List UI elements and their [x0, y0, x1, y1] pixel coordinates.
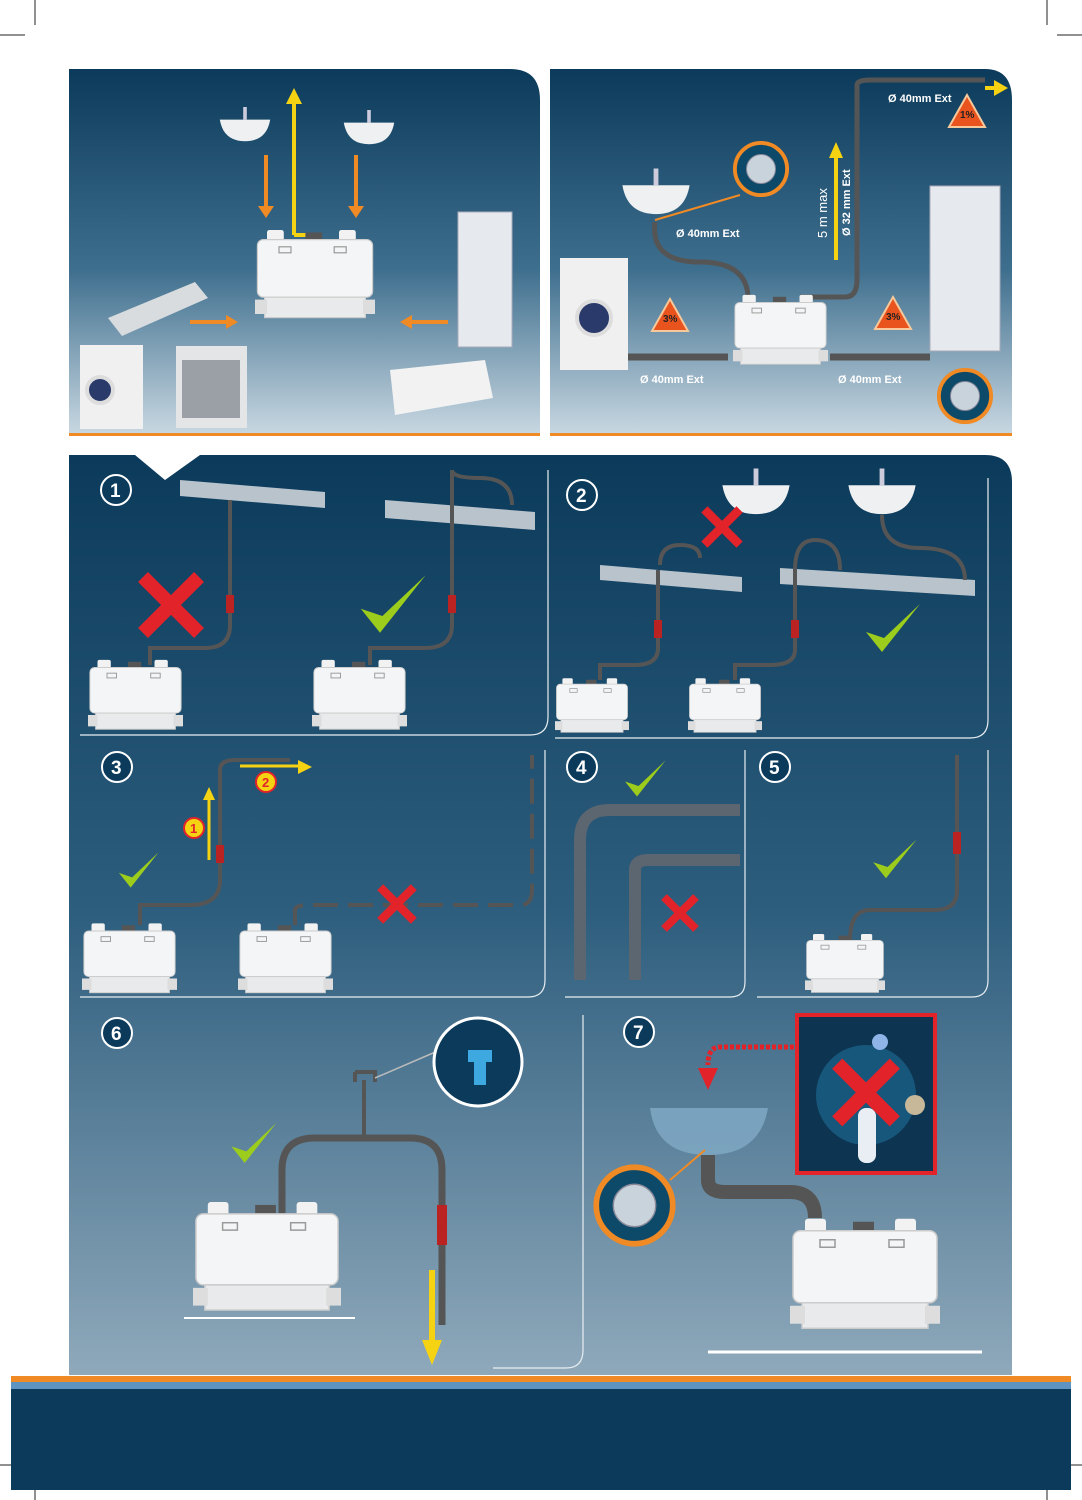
step-1-badge: 1: [100, 474, 132, 506]
step-5-badge: 5: [759, 751, 791, 783]
vertical-pipe-label: Ø 32 mm Ext: [841, 169, 853, 236]
svg-text:7: 7: [633, 1023, 644, 1044]
step-3-badge: 3: [101, 751, 133, 783]
bathtub: [390, 360, 493, 415]
footer-band: [11, 1376, 1071, 1490]
step3-marker-1: 1: [190, 821, 197, 836]
step3-marker-2: 2: [262, 775, 269, 790]
svg-text:2: 2: [576, 486, 587, 507]
step-2-badge: 2: [566, 479, 598, 511]
overview-panel: [69, 69, 540, 436]
max-height-label: 5 m max: [815, 188, 830, 238]
outlet-pipe-label: Ø 40mm Ext: [888, 93, 952, 105]
step-6-badge: 6: [101, 1017, 133, 1049]
slope-left: 3%: [663, 314, 678, 325]
svg-text:5: 5: [769, 758, 780, 779]
kitchen-sink: [108, 282, 208, 336]
svg-text:4: 4: [576, 758, 587, 779]
steps-panel: 1 2 3 4 5 6 7 1 2: [69, 455, 1012, 1375]
svg-text:1: 1: [110, 481, 121, 502]
washer-pipe-label: Ø 40mm Ext: [640, 374, 704, 386]
shower-pipe-label: Ø 40mm Ext: [838, 374, 902, 386]
shower-cabin: [457, 211, 513, 348]
washbasin: [650, 1108, 768, 1155]
step-7-badge: 7: [623, 1016, 655, 1048]
pump-unit: [255, 229, 375, 319]
step-4-badge: 4: [566, 751, 598, 783]
svg-text:3: 3: [111, 758, 122, 779]
svg-text:6: 6: [111, 1024, 122, 1045]
connection-specs-panel: 3% 3% 1% Ø 40mm Ext Ø 40mm Ext Ø 40mm Ex…: [550, 69, 1012, 436]
slope-right: 3%: [886, 312, 901, 323]
sink-pipe-label: Ø 40mm Ext: [676, 228, 740, 240]
step-badges: 1 2 3 4 5 6 7: [100, 474, 791, 1049]
slope-outlet: 1%: [960, 110, 975, 121]
sanitary-pad: [858, 1108, 876, 1163]
